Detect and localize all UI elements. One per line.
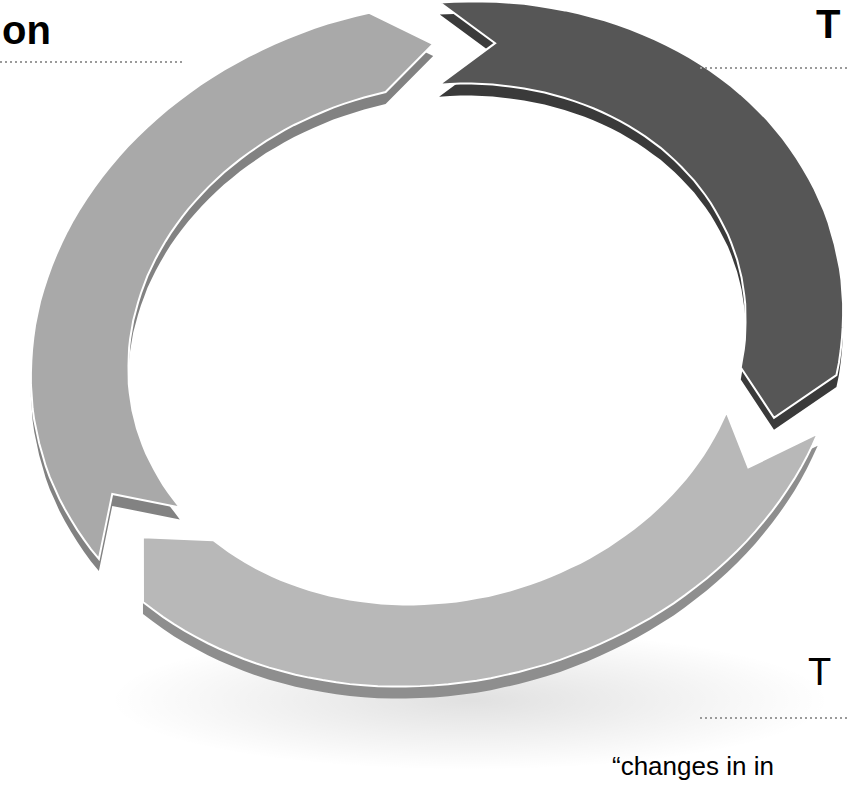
ring-face (0, 0, 850, 771)
cycle-arrow-segment (420, 0, 850, 477)
section-heading: T (808, 652, 831, 694)
cycle-arrow-segment (128, 373, 850, 756)
section-heading: on (2, 8, 51, 52)
quote-text: “changes in in (612, 752, 774, 781)
heading-rule (700, 67, 850, 69)
cycle-arrow-segment (0, 0, 534, 566)
heading-rule (0, 61, 182, 63)
heading-rule (700, 717, 850, 719)
section-heading: T (816, 2, 840, 46)
